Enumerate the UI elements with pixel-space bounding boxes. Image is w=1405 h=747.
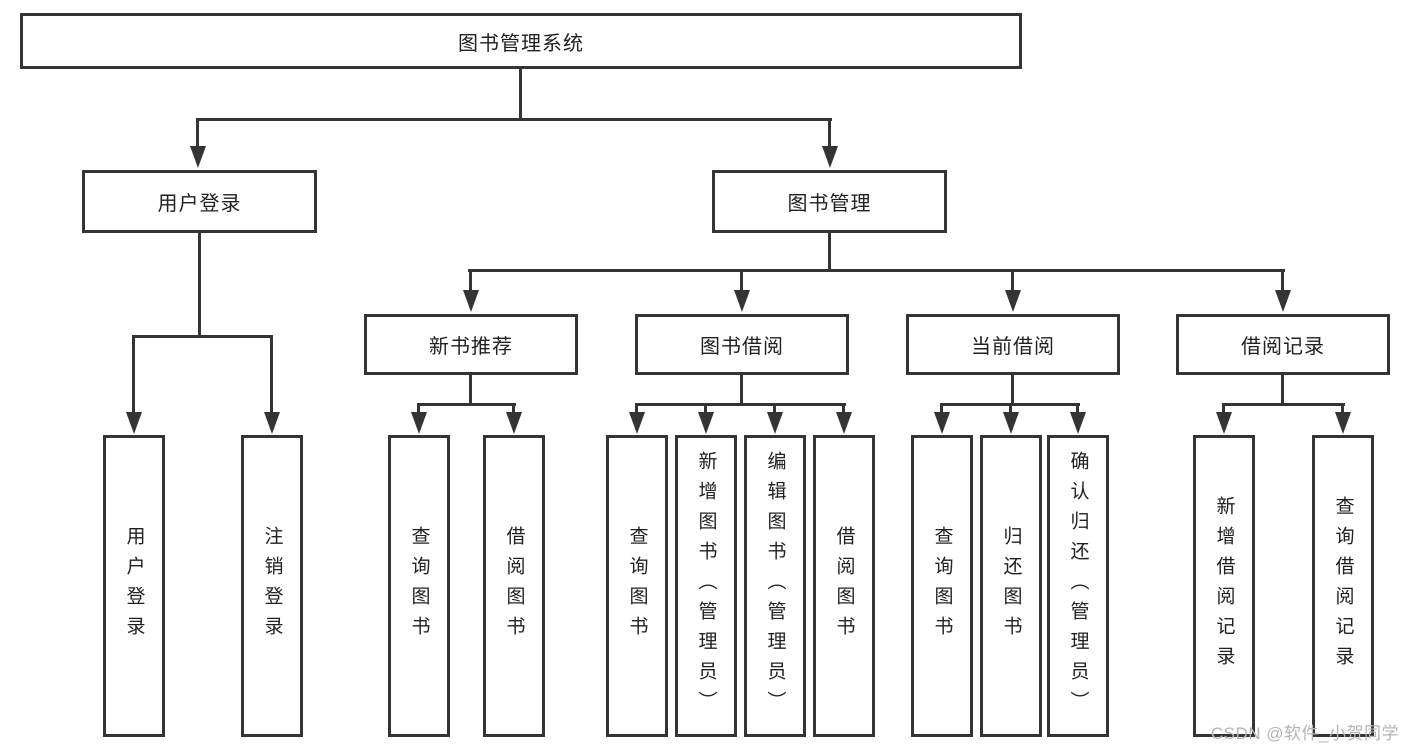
arrow-to-user-login	[189, 119, 206, 168]
arrow-to-query-borrow-record	[1334, 405, 1351, 434]
connector-book-borrow-stem	[740, 375, 743, 405]
leaf-logout: 注销登录	[241, 435, 303, 737]
node-label: 借阅图书	[503, 526, 525, 646]
connector-book-mgmt-stem	[828, 233, 831, 272]
node-label: 图书借阅	[700, 336, 784, 358]
connector-current-borrow-stem	[1011, 375, 1014, 405]
leaf-edit-books-admin: 编辑图书（管理员）	[744, 435, 806, 737]
node-label: 编辑图书（管理员）	[764, 451, 786, 721]
node-user-login: 用户登录	[82, 170, 317, 233]
node-book-borrow: 图书借阅	[635, 314, 849, 375]
node-label: 新增图书（管理员）	[695, 451, 717, 721]
node-label: 新增借阅记录	[1213, 496, 1235, 676]
connector-root-bus	[196, 118, 832, 121]
node-label: 借阅记录	[1241, 336, 1325, 358]
node-book-management: 图书管理	[712, 170, 947, 233]
connector-book-mgmt-bus	[468, 269, 1285, 272]
node-label: 图书管理系统	[458, 32, 584, 55]
node-label: 当前借阅	[971, 336, 1055, 358]
leaf-query-borrow-record: 查询借阅记录	[1312, 435, 1374, 737]
csdn-watermark: CSDN @软件_小贺同学	[1210, 724, 1399, 743]
node-current-borrow: 当前借阅	[906, 314, 1120, 375]
leaf-borrow-books-2: 借阅图书	[813, 435, 875, 737]
connector-book-borrow-bus	[635, 403, 846, 406]
leaf-query-books-2: 查询图书	[606, 435, 668, 737]
node-label: 确认归还（管理员）	[1067, 451, 1089, 721]
arrow-to-new-book-recommend	[462, 271, 479, 312]
node-label: 注销登录	[261, 526, 283, 646]
arrow-to-add-books	[697, 405, 714, 434]
connector-current-borrow-bus	[940, 403, 1080, 406]
arrow-to-return-books	[1002, 405, 1019, 434]
leaf-add-books-admin: 新增图书（管理员）	[675, 435, 737, 737]
leaf-confirm-return-admin: 确认归还（管理员）	[1047, 435, 1109, 737]
arrow-to-confirm-return	[1069, 405, 1086, 434]
arrow-to-logout-leaf	[263, 336, 280, 434]
node-library-management-system: 图书管理系统	[20, 13, 1022, 69]
leaf-return-books: 归还图书	[980, 435, 1042, 737]
arrow-to-user-login-leaf	[125, 336, 142, 434]
arrow-to-book-management	[821, 119, 838, 168]
arrow-to-borrow-records	[1274, 271, 1291, 312]
leaf-borrow-books-1: 借阅图书	[483, 435, 545, 737]
arrow-to-book-borrow	[733, 271, 750, 312]
node-new-book-recommend: 新书推荐	[364, 314, 578, 375]
node-label: 查询图书	[626, 526, 648, 646]
connector-borrow-records-stem	[1281, 375, 1284, 405]
node-borrow-records: 借阅记录	[1176, 314, 1390, 375]
connector-new-book-bus	[417, 403, 516, 406]
arrow-to-borrow-books-2	[835, 405, 852, 434]
connector-user-login-bus	[132, 335, 273, 338]
node-label: 用户登录	[123, 526, 145, 646]
node-label: 借阅图书	[833, 526, 855, 646]
node-label: 查询图书	[408, 526, 430, 646]
node-label: 查询借阅记录	[1332, 496, 1354, 676]
arrow-to-current-borrow	[1004, 271, 1021, 312]
arrow-to-query-books-1	[410, 405, 427, 434]
arrow-to-query-books-2	[628, 405, 645, 434]
arrow-to-borrow-books-1	[505, 405, 522, 434]
node-label: 用户登录	[157, 193, 242, 215]
arrow-to-query-books-3	[933, 405, 950, 434]
connector-root-stem	[519, 68, 522, 121]
connector-borrow-records-bus	[1222, 403, 1345, 406]
node-label: 新书推荐	[429, 336, 513, 358]
connector-user-login-stem	[198, 233, 201, 337]
leaf-add-borrow-record: 新增借阅记录	[1193, 435, 1255, 737]
leaf-query-books-1: 查询图书	[388, 435, 450, 737]
arrow-to-edit-books	[766, 405, 783, 434]
leaf-user-login: 用户登录	[103, 435, 165, 737]
arrow-to-add-borrow-record	[1215, 405, 1232, 434]
connector-new-book-stem	[469, 375, 472, 405]
node-label: 图书管理	[787, 193, 872, 215]
leaf-query-books-3: 查询图书	[911, 435, 973, 737]
node-label: 归还图书	[1000, 526, 1022, 646]
node-label: 查询图书	[931, 526, 953, 646]
